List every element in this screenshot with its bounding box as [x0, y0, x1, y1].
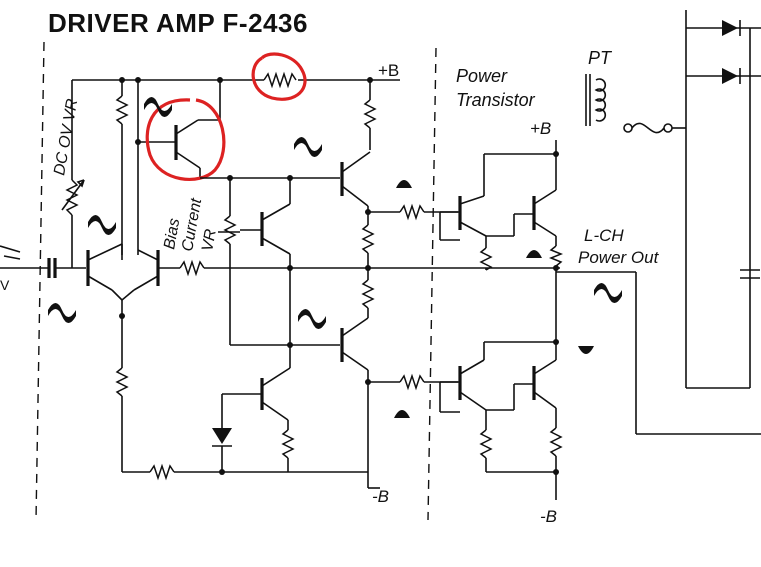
lower-pre-driver [439, 341, 556, 473]
power-plus-b-label: +B [530, 119, 551, 138]
upper-driver-transistor [340, 151, 371, 212]
input-transistor-left [86, 243, 123, 291]
bias-transistor [240, 178, 291, 345]
input-section: V [0, 245, 86, 293]
power-minus-b-label: -B [540, 507, 557, 526]
bias-label: Bias [161, 217, 183, 251]
dc-ov-vr-label: DC OV VR [51, 97, 81, 177]
upper-pre-driver [439, 195, 493, 271]
driver-plus-b-label: +B [378, 61, 399, 80]
current-source-transistor [135, 80, 221, 178]
power-label: Power [456, 66, 508, 86]
driver-power-section-border [427, 47, 437, 521]
left-section-border [35, 41, 45, 521]
input-label: V [0, 277, 10, 293]
transistor-label: Transistor [456, 90, 536, 110]
dc-offset-vr: DC OV VR [51, 80, 85, 268]
red-circle-transistor [145, 98, 226, 182]
power-out-label: Power Out [578, 248, 660, 267]
driver-minus-b-label: -B [372, 487, 389, 506]
vr-label: VR [199, 227, 220, 252]
schematic-title: DRIVER AMP F-2436 [48, 8, 308, 38]
lower-driver-transistor [340, 317, 369, 371]
rectifier-diodes [686, 20, 761, 389]
top-rail-resistor [263, 71, 298, 89]
waveform-markers [48, 97, 622, 418]
l-ch-label: L-CH [584, 226, 624, 245]
lower-current-source-transistor [222, 345, 295, 472]
input-transistor-right [133, 249, 180, 291]
pt-label: PT [588, 48, 613, 68]
lower-power-transistor [486, 300, 563, 500]
upper-power-transistor [486, 154, 564, 267]
bias-diode [212, 394, 232, 472]
bias-current-vr: Bias Current VR [161, 178, 240, 345]
power-transformer: PT [585, 10, 761, 388]
red-circle-resistor [251, 52, 307, 101]
